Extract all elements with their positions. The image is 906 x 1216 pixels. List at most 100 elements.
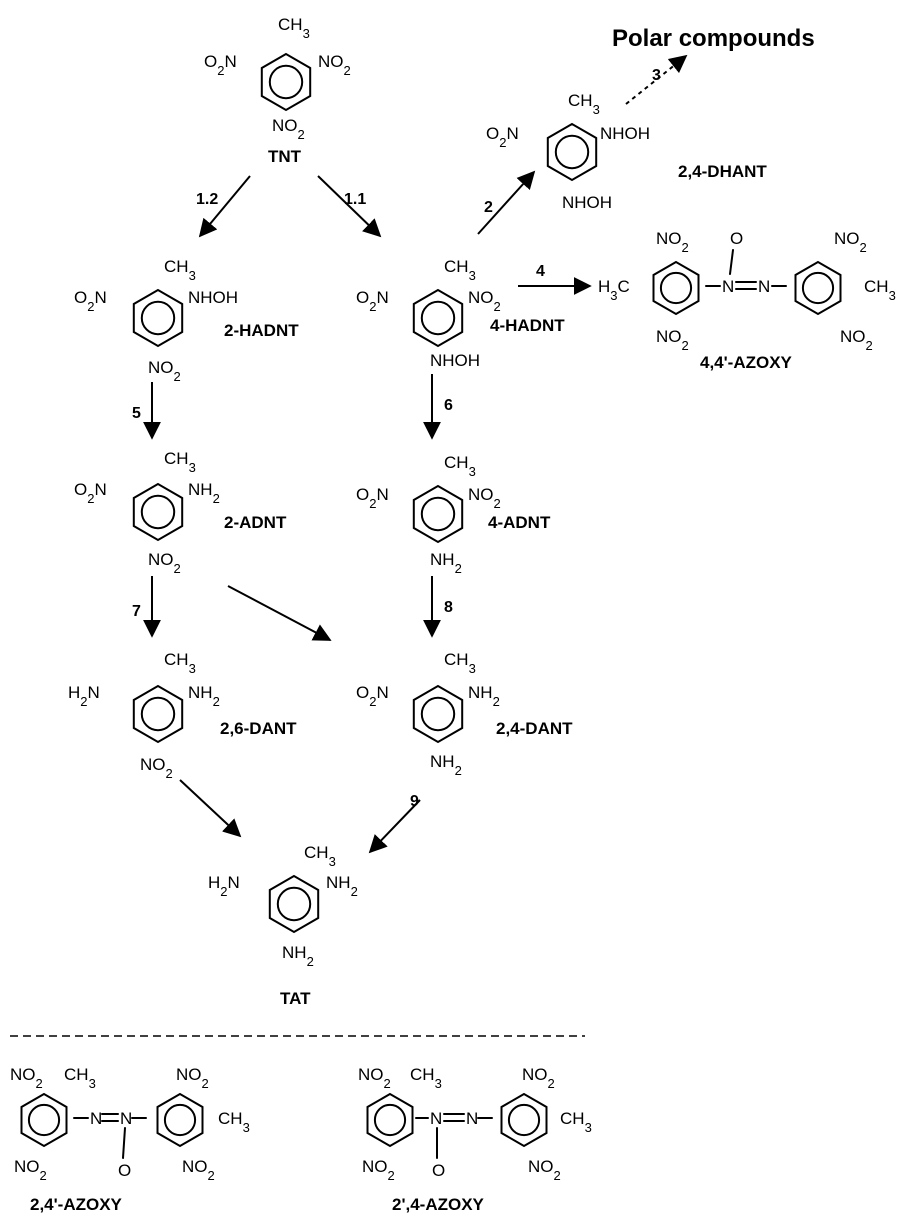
hadnt4-no2: NO2 [468,288,501,314]
dhant-nhoh-bottom: NHOH [562,193,612,212]
hadnt4-nhoh: NHOH [430,351,480,370]
hadnt2-label: 2-HADNT [224,321,299,340]
azoxy2p4-ch3: CH3 [560,1109,592,1135]
ring-4-hadnt [412,288,464,348]
azoxy24p-n2: N [120,1109,132,1128]
azoxy44-ch3: CH3 [864,277,896,303]
azoxy-bonds [73,249,787,1159]
arrow-2-6-dant-to-tat [179,779,242,838]
tnt-ch3: CH3 [278,15,310,41]
dhant-ch3: CH3 [568,91,600,117]
tat-nh2-bottom: NH2 [282,943,314,969]
adnt4-nh2: NH2 [430,550,462,576]
azoxy2p4-no2-bl: NO2 [362,1157,395,1183]
azoxy44-no2-bl: NO2 [656,327,689,353]
step-6: 6 [444,397,453,414]
step-1-1: 1.1 [344,191,366,208]
adnt2-ch3: CH3 [164,449,196,475]
ring-azoxy24p-right [156,1092,204,1148]
ring-2-6-dant-aromatic-circle [140,696,176,732]
adnt2-o2n: O2N [74,480,107,506]
dhant-label: 2,4-DHANT [678,162,767,181]
azoxy2p4-no2-br: NO2 [528,1157,561,1183]
dant26-nh2: NH2 [188,683,220,709]
ring-azoxy2p4-right [500,1092,548,1148]
dant24-label: 2,4-DANT [496,719,573,738]
adnt4-o2n: O2N [356,485,389,511]
adnt4-label: 4-ADNT [488,513,551,532]
step-labels: 1.2 1.1 2 3 4 5 6 7 8 9 [132,67,661,810]
ring-2-4-dant-aromatic-circle [420,696,456,732]
tnt-label: TNT [268,147,302,166]
ring-2-adnt-aromatic-circle [140,494,176,530]
tat-h2n: H2N [208,873,240,899]
adnt2-no2: NO2 [148,550,181,576]
ring-azoxy2p4-left-aromatic-circle [373,1103,407,1137]
compound-2-adnt: CH3 O2N NH2 NO2 2-ADNT [74,449,287,576]
azoxy2p4-label: 2',4-AZOXY [392,1195,485,1214]
ring-2-6-dant [132,684,184,744]
dant24-o2n: O2N [356,683,389,709]
hadnt4-o2n: O2N [356,288,389,314]
compound-2-4p-azoxy: NO2 CH3 NO2 N N CH3 NO2 O NO2 2,4'-AZOXY [10,1065,250,1214]
arrow-step-9 [368,799,421,854]
arrow-step-1-2 [198,175,251,238]
ring-azoxy44-right [794,260,842,316]
compound-2-hadnt: CH3 O2N NHOH NO2 2-HADNT [74,257,299,384]
step-7: 7 [132,603,141,620]
compound-tat: CH3 H2N NH2 NH2 TAT [208,843,358,1008]
reaction-arrows [143,54,688,854]
adnt4-ch3: CH3 [444,453,476,479]
compound-2-6-dant: CH3 H2N NH2 NO2 2,6-DANT [68,650,297,781]
adnt4-no2: NO2 [468,485,501,511]
compound-tnt: CH3 O2N NO2 NO2 TNT [204,15,351,166]
azoxy2p4-n1: N [430,1109,442,1128]
ring-azoxy24p-right-aromatic-circle [163,1103,197,1137]
arrow-step-2 [477,170,536,235]
compound-dhant: CH3 O2N NHOH NHOH 2,4-DHANT [486,91,767,212]
azoxy24p-ch3-top: CH3 [64,1065,96,1091]
azoxy44-n2: N [758,277,770,296]
hadnt2-no2: NO2 [148,358,181,384]
azoxy24p-no2-tr: NO2 [176,1065,209,1091]
adnt2-nh2: NH2 [188,480,220,506]
ring-tat [268,874,320,934]
tnt-no2-right: NO2 [318,52,351,78]
hadnt2-o2n: O2N [74,288,107,314]
ring-azoxy2p4-right-aromatic-circle [507,1103,541,1137]
ring-4-adnt [412,484,464,544]
dant24-nh2-right: NH2 [468,683,500,709]
dant26-ch3: CH3 [164,650,196,676]
step-9: 9 [410,793,419,810]
azoxy44-no2-br: NO2 [840,327,873,353]
ring-azoxy44-left [652,260,700,316]
azoxy2p4-n2: N [466,1109,478,1128]
polar-compounds-label: Polar compounds [612,25,815,52]
step-5: 5 [132,405,141,422]
ring-tnt [260,52,312,112]
azoxy44-o: O [730,229,743,248]
hadnt2-nhoh: NHOH [188,288,238,307]
ring-dhant-aromatic-circle [554,134,590,170]
step-2: 2 [484,199,493,216]
compound-2-4-dant: CH3 O2N NH2 NH2 2,4-DANT [356,650,573,778]
azoxy2p4-no2-tr: NO2 [522,1065,555,1091]
benzene-rings [20,52,842,1148]
arrow-2-adnt-to-2-4-dant [227,585,332,641]
ring-4-hadnt-aromatic-circle [420,300,456,336]
azoxy2p4-o: O [432,1161,445,1180]
ring-2-hadnt [132,288,184,348]
ring-2-hadnt-aromatic-circle [140,300,176,336]
dant24-ch3: CH3 [444,650,476,676]
azoxy44-label: 4,4'-AZOXY [700,353,793,372]
arrow-step-1-1 [317,175,382,238]
compound-2p-4-azoxy: NO2 CH3 NO2 N N CH3 NO2 O NO2 2',4-AZOXY [358,1065,592,1214]
dhant-nhoh-right: NHOH [600,124,650,143]
azoxy24p-no2-bl: NO2 [14,1157,47,1183]
step-4: 4 [536,263,545,280]
ring-azoxy2p4-left [366,1092,414,1148]
dant26-label: 2,6-DANT [220,719,297,738]
hadnt2-ch3: CH3 [164,257,196,283]
ring-tat-aromatic-circle [276,886,312,922]
